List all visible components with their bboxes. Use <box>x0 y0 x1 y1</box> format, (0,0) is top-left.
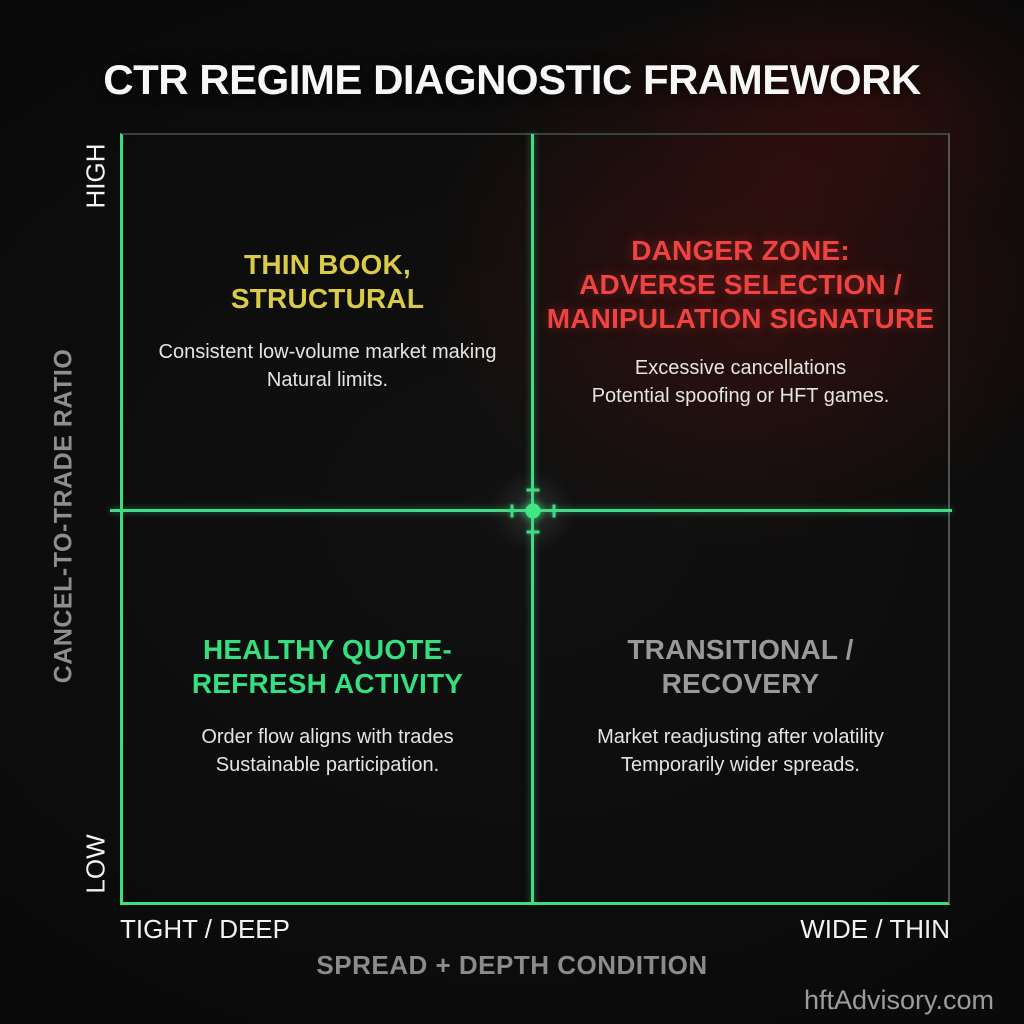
heading-line: STRUCTURAL <box>230 283 425 314</box>
crosshair-tick-right <box>552 504 556 518</box>
heading-line: TRANSITIONAL / <box>627 634 854 665</box>
body-line: Order flow aligns with trades <box>201 726 454 748</box>
quadrant-bottom-right: TRANSITIONAL / RECOVERY Market readjusti… <box>538 633 943 779</box>
page-title: CTR REGIME DIAGNOSTIC FRAMEWORK <box>103 56 921 103</box>
body-line: Sustainable participation. <box>215 754 440 776</box>
heading-line: HEALTHY QUOTE- <box>202 634 453 665</box>
vertical-midline <box>531 134 534 904</box>
body-line: Market readjusting after volatility <box>597 726 884 748</box>
quadrant-top-right-body: Excessive cancellations Potential spoofi… <box>538 354 943 410</box>
heading-line: DANGER ZONE: <box>631 235 850 266</box>
y-axis-high-label: HIGH <box>80 143 111 209</box>
quadrant-top-left-body: Consistent low-volume market making Natu… <box>130 338 525 394</box>
heading-line: MANIPULATION SIGNATURE <box>546 303 935 334</box>
quadrant-plot-frame <box>120 133 950 905</box>
body-line: Potential spoofing or HFT games. <box>591 385 890 407</box>
crosshair-tick-left <box>510 504 514 518</box>
quadrant-top-left: THIN BOOK, STRUCTURAL Consistent low-vol… <box>130 248 525 394</box>
body-line: Temporarily wider spreads. <box>621 754 860 776</box>
y-axis-low-label: LOW <box>80 834 111 894</box>
body-line: Natural limits. <box>266 369 389 391</box>
quadrant-top-right: DANGER ZONE: ADVERSE SELECTION / MANIPUL… <box>538 234 943 410</box>
quadrant-bottom-left-body: Order flow aligns with trades Sustainabl… <box>130 723 525 779</box>
quadrant-bottom-left: HEALTHY QUOTE- REFRESH ACTIVITY Order fl… <box>130 633 525 779</box>
x-axis-title: SPREAD + DEPTH CONDITION <box>316 950 708 980</box>
crosshair-center-dot <box>525 503 541 519</box>
heading-line: ADVERSE SELECTION / <box>579 269 902 300</box>
watermark: hftAdvisory.com <box>803 985 994 1015</box>
heading-line: THIN BOOK, <box>244 249 411 280</box>
crosshair-tick-top <box>526 488 540 492</box>
heading-line: REFRESH ACTIVITY <box>191 668 464 699</box>
quadrant-top-right-heading: DANGER ZONE: ADVERSE SELECTION / MANIPUL… <box>538 234 943 336</box>
quadrant-bottom-right-body: Market readjusting after volatility Temp… <box>538 723 943 779</box>
x-axis-right-label: WIDE / THIN <box>800 914 950 944</box>
crosshair-tick-bottom <box>526 530 540 534</box>
x-axis-left-label: TIGHT / DEEP <box>120 914 290 944</box>
quadrant-bottom-left-heading: HEALTHY QUOTE- REFRESH ACTIVITY <box>130 633 525 701</box>
body-line: Consistent low-volume market making <box>158 341 497 363</box>
body-line: Excessive cancellations <box>634 357 847 379</box>
quadrant-top-left-heading: THIN BOOK, STRUCTURAL <box>130 248 525 316</box>
quadrant-bottom-right-heading: TRANSITIONAL / RECOVERY <box>538 633 943 701</box>
heading-line: RECOVERY <box>661 668 820 699</box>
y-axis-title: CANCEL-TO-TRADE RATIO <box>49 348 78 684</box>
